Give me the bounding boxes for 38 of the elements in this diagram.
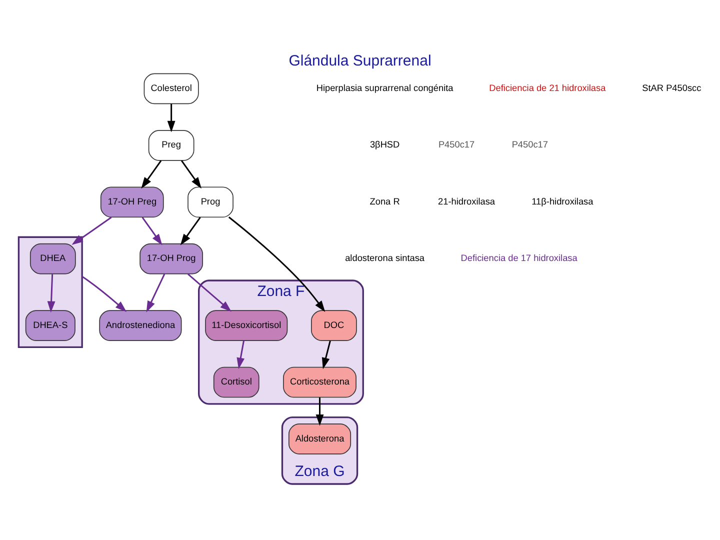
- node-box: Preg: [148, 129, 194, 160]
- arrow: [47, 274, 56, 312]
- label: Zona R: [370, 196, 400, 206]
- label: Deficiencia de 21 hidroxilasa: [489, 82, 606, 93]
- label: Hiperplasia suprarrenal congénita: [316, 82, 454, 93]
- arrow: [167, 104, 176, 132]
- label: P450c17: [438, 139, 475, 150]
- arrow: [236, 340, 245, 369]
- label: StAR P450scc: [642, 82, 702, 93]
- node-box: DHEA: [30, 242, 76, 274]
- arrow: [181, 160, 202, 188]
- arrow: [322, 340, 331, 369]
- node-box: Prog: [188, 186, 234, 218]
- arrow: [146, 273, 166, 312]
- node-box: 11-Desoxicortisol: [205, 310, 288, 340]
- arrow: [141, 160, 162, 188]
- node-box: DOC: [311, 310, 357, 340]
- diagram-title: Glándula Suprarrenal: [288, 52, 432, 70]
- arrow: [142, 216, 162, 245]
- label: 3βHSD: [370, 139, 400, 150]
- arrow: [228, 216, 326, 312]
- arrow: [180, 216, 201, 245]
- label: aldosterona sintasa: [345, 252, 425, 263]
- arrow: [316, 397, 324, 426]
- label: 11β-hidroxilasa: [532, 196, 594, 206]
- arrow: [82, 275, 127, 312]
- node-box: 17-OH Prog: [140, 242, 203, 274]
- label: Deficiencia de 17 hidroxilasa: [460, 252, 578, 263]
- arrow: [72, 216, 112, 244]
- node-box: Corticosterona: [283, 366, 356, 398]
- node-box: Colesterol: [144, 72, 199, 104]
- node-box: 17-OH Preg: [100, 186, 164, 218]
- node-box: DHEA-S: [25, 310, 76, 340]
- node-box: Androstenediona: [99, 310, 182, 340]
- node-box: Cortisol: [213, 366, 260, 398]
- label: P450c17: [512, 139, 548, 150]
- node-box: Aldosterona: [288, 423, 352, 454]
- label: 21-hidroxilasa: [438, 196, 496, 206]
